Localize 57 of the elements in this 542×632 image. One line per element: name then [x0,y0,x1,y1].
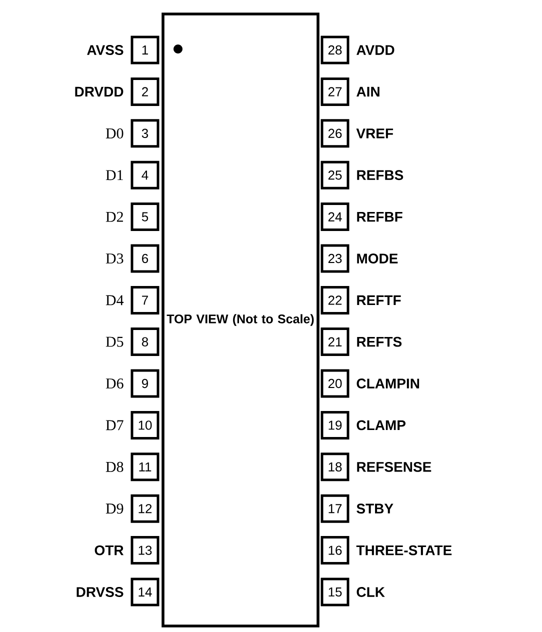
pin-number-box: 2 [130,77,160,106]
pin-label: D1 [106,170,123,180]
pin-label: REFBS [357,170,404,180]
pin-label: THREE-STATE [356,545,452,556]
pin-number-box: 14 [130,578,160,606]
pin-number-box: 20 [320,369,350,398]
pin-number-box: 8 [130,328,160,356]
pin-label: REFTF [357,295,401,306]
pin-number-box: 28 [320,36,350,64]
pin-label: D5 [106,336,124,347]
pin-label: VREF [356,128,394,138]
pin-label: AIN [356,86,380,97]
pin-number-box: 7 [130,286,160,314]
pin-number-box: 23 [320,244,350,273]
pin-label: DRVSS [76,587,124,597]
pin-number-box: 4 [130,160,160,190]
pin-number-box: 24 [320,202,350,232]
pin-number-box: 21 [320,328,350,356]
pin-label: AVSS [87,45,124,55]
pin-label: CLAMPIN [356,378,420,388]
pin-label: D0 [106,128,124,138]
pin-label: REFTS [357,336,402,347]
pin-label: D4 [106,295,124,306]
pin-label: D3 [106,253,124,264]
pin-number-box: 6 [130,244,160,273]
pin-number-box: 16 [320,536,350,565]
pin-number-box: 3 [130,119,160,148]
pin-label: MODE [357,254,398,264]
pin-number-box: 10 [130,410,160,440]
pin-label: AVDD [356,45,394,55]
pin-label: DRVDD [75,86,124,97]
pin-number-box: 18 [320,452,350,482]
pin-label: CLK [356,587,385,597]
pin-number-box: 26 [320,119,350,148]
pin-number-box: 11 [130,452,160,482]
pin-label: D9 [106,504,124,514]
pin-label: CLAMP [356,420,406,430]
pin-label: OTR [94,545,124,556]
pin-number-box: 12 [130,494,160,523]
pin-label: D6 [106,378,124,389]
pin-number-box: 19 [320,410,350,440]
pin-label: D7 [106,420,124,430]
pin-label: REFSENSE [357,462,432,472]
pin-number-box: 1 [130,36,160,64]
pin-label: D2 [106,212,123,222]
pin-number-box: 25 [320,160,350,190]
pin-number-box: 22 [320,286,350,314]
pin-label: REFBF [357,212,402,222]
pin-number-box: 5 [130,202,160,232]
pin-label: STBY [356,504,394,514]
pin-number-box: 17 [320,494,350,523]
pin-number-box: 9 [130,369,160,398]
pin-number-box: 27 [320,77,350,106]
chip-body: TOP VIEW (Not to Scale) [162,12,320,628]
pin-label: D8 [106,462,124,472]
pin-number-box: 13 [130,536,160,565]
pin-number-box: 15 [320,578,350,606]
